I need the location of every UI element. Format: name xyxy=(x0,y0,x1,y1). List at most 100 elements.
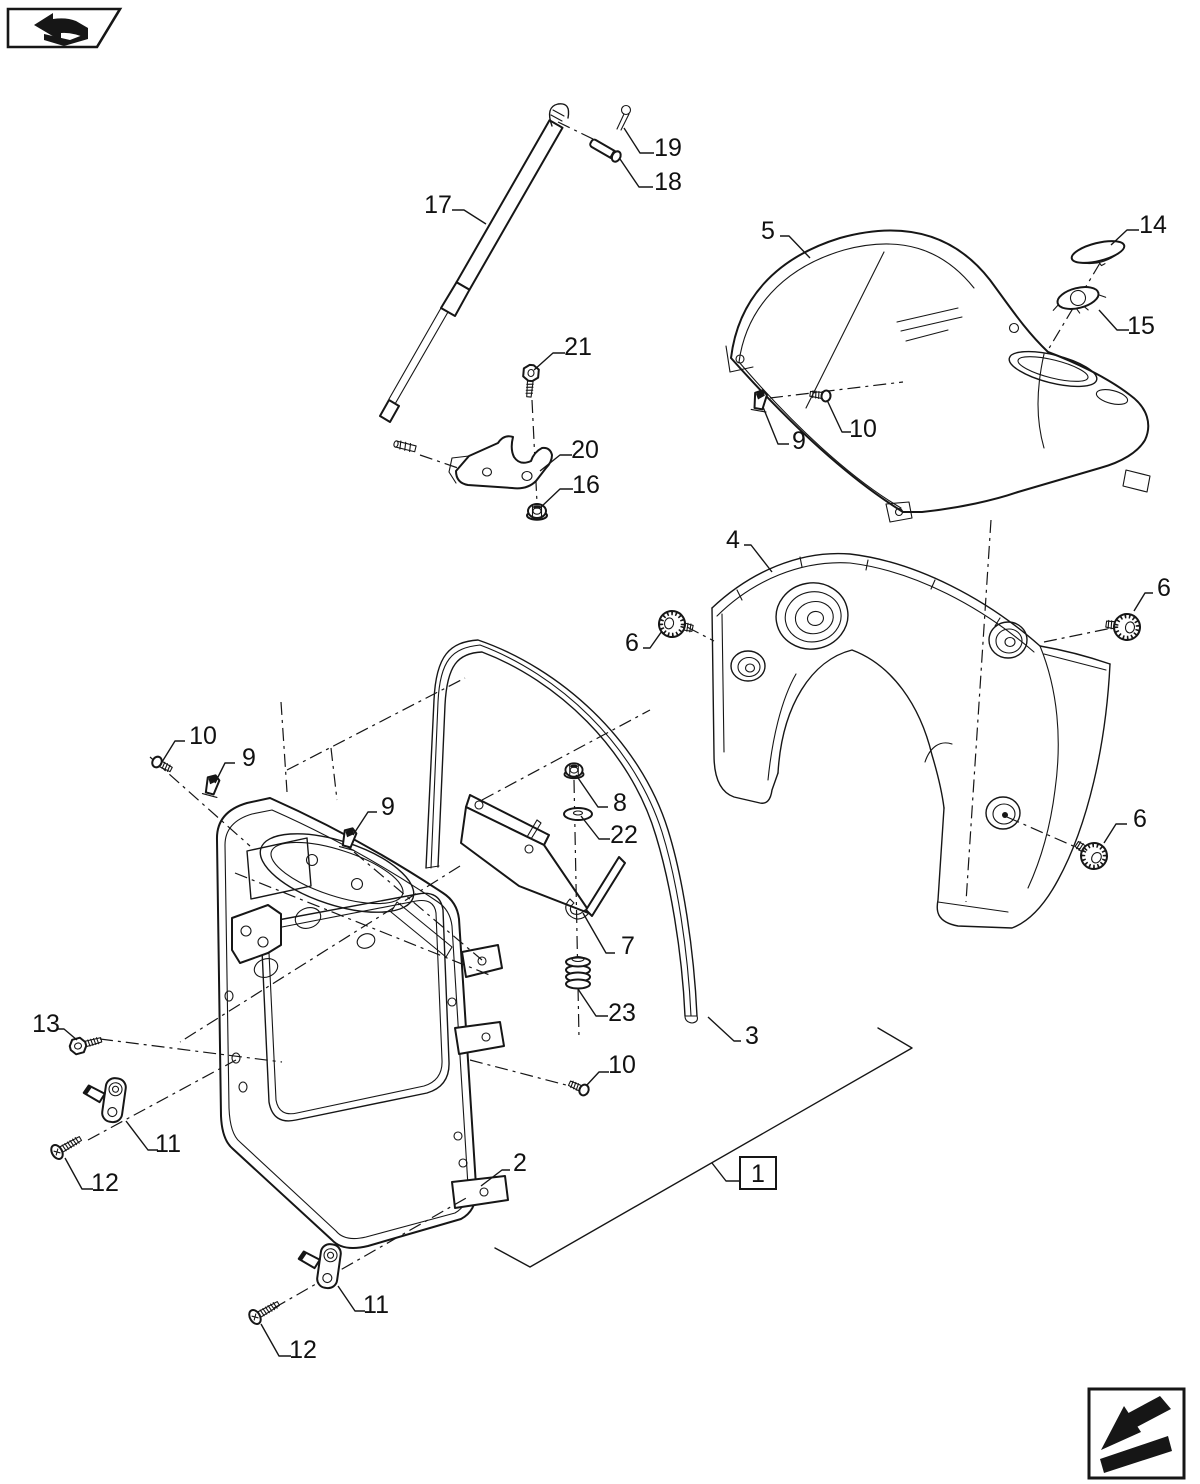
callout-leader-line xyxy=(707,1016,741,1042)
assembly-axis-lines xyxy=(87,121,1113,1309)
callout-leader-line xyxy=(480,1169,510,1187)
callout-leader-line xyxy=(582,912,615,954)
part-2-rear-panel xyxy=(215,797,509,1249)
callout-leader-line xyxy=(762,406,789,445)
next-page-arrow-icon[interactable] xyxy=(1087,1387,1186,1480)
part-18-clevis-pin xyxy=(589,138,622,163)
part-16-flange-nut xyxy=(526,503,548,521)
callout-14: 14 xyxy=(1110,211,1167,246)
part-8-flange-nut xyxy=(563,762,585,780)
callout-11: 11 xyxy=(337,1285,389,1319)
callout-12: 12 xyxy=(260,1323,317,1364)
callout-label: 21 xyxy=(564,333,592,361)
callout-20: 20 xyxy=(539,436,599,472)
callout-leader-line xyxy=(826,399,851,433)
callout-label: 12 xyxy=(91,1169,119,1197)
callout-label: 6 xyxy=(1133,805,1147,833)
callout-label: 20 xyxy=(571,436,599,464)
callout-12: 12 xyxy=(64,1157,119,1197)
callout-leader-line xyxy=(352,811,377,836)
part-5-top-cover xyxy=(725,229,1151,523)
callout-leader-line xyxy=(260,1323,291,1357)
callout-label: 10 xyxy=(849,415,877,443)
callout-leader-line xyxy=(643,630,663,649)
part-22-washer xyxy=(563,807,593,821)
callout-label: 17 xyxy=(424,191,452,219)
callout-6: 6 xyxy=(625,629,663,657)
callout-label: 4 xyxy=(726,526,740,554)
callout-10: 10 xyxy=(585,1051,636,1087)
callout-3: 3 xyxy=(707,1016,759,1050)
callout-15: 15 xyxy=(1098,309,1155,340)
callout-label: 12 xyxy=(289,1336,317,1364)
callout-leader-line xyxy=(539,454,572,472)
callout-label: 11 xyxy=(155,1130,181,1158)
callout-leader-line xyxy=(337,1285,365,1312)
part-7-support-bracket xyxy=(460,794,626,920)
part-20-pivot-bracket xyxy=(393,435,553,490)
callout-19: 19 xyxy=(623,127,682,162)
part-14-cover-cap xyxy=(1070,240,1126,267)
callout-1: 1 xyxy=(711,1156,777,1190)
callout-9: 9 xyxy=(352,793,395,836)
callout-leader-line xyxy=(780,235,811,259)
callout-21: 21 xyxy=(533,333,592,371)
callout-label: 18 xyxy=(654,168,682,196)
part-21-hex-bolt xyxy=(520,363,541,399)
callout-leader-line xyxy=(452,209,487,225)
callout-leader-line xyxy=(125,1120,158,1151)
callout-label: 19 xyxy=(654,134,682,162)
callout-7: 7 xyxy=(582,912,635,960)
callout-23: 23 xyxy=(577,988,636,1027)
callout-leader-line xyxy=(1133,592,1153,612)
callout-label: 16 xyxy=(572,471,600,499)
callout-9: 9 xyxy=(214,744,256,784)
callout-label: 6 xyxy=(1157,574,1171,602)
callout-label: 3 xyxy=(745,1022,759,1050)
callout-22: 22 xyxy=(580,815,638,849)
callout-9: 9 xyxy=(762,406,806,455)
callout-label: 1 xyxy=(751,1160,765,1188)
callout-leader-line xyxy=(533,352,565,371)
callout-label: 15 xyxy=(1127,312,1155,340)
part-15-bezel-grommet xyxy=(1052,286,1107,314)
callout-label: 2 xyxy=(513,1149,527,1177)
callout-16: 16 xyxy=(539,471,600,509)
callout-leader-line xyxy=(57,1028,78,1041)
callout-11: 11 xyxy=(125,1120,181,1158)
callout-label: 13 xyxy=(32,1010,60,1038)
callout-label: 5 xyxy=(761,217,775,245)
callout-13: 13 xyxy=(32,1010,78,1041)
callout-label: 9 xyxy=(242,744,256,772)
callout-6: 6 xyxy=(1133,574,1171,612)
callout-leader-line xyxy=(1103,823,1127,844)
part-19-cotter-pin xyxy=(616,104,632,131)
part-13-hex-bolt xyxy=(67,1031,105,1057)
callout-leader-line xyxy=(1098,309,1129,331)
callout-leader-line xyxy=(577,988,608,1017)
callout-label: 23 xyxy=(608,999,636,1027)
callout-leader-line xyxy=(711,1162,740,1182)
callout-leader-line xyxy=(214,762,235,784)
callout-10: 10 xyxy=(826,399,877,443)
callout-label: 10 xyxy=(189,722,217,750)
callout-5: 5 xyxy=(761,217,811,259)
part-23-grommet-bushing xyxy=(565,955,591,990)
callout-4: 4 xyxy=(726,526,773,573)
callout-leader-line xyxy=(161,740,185,763)
part-1-assembly-plane xyxy=(494,1027,913,1268)
callout-leader-line xyxy=(623,127,654,154)
callout-2: 2 xyxy=(480,1149,527,1187)
callout-leader-line xyxy=(585,1071,609,1087)
callout-leader-line xyxy=(744,544,773,573)
callout-18: 18 xyxy=(619,158,682,196)
previous-page-arrow-icon[interactable] xyxy=(6,7,123,49)
callout-label: 9 xyxy=(381,793,395,821)
part-17-gas-strut xyxy=(379,103,570,423)
callout-label: 11 xyxy=(363,1291,389,1319)
callout-6: 6 xyxy=(1103,805,1147,844)
callout-leader-line xyxy=(580,815,610,840)
callout-leader-line xyxy=(1110,229,1139,246)
callout-label: 22 xyxy=(610,821,638,849)
